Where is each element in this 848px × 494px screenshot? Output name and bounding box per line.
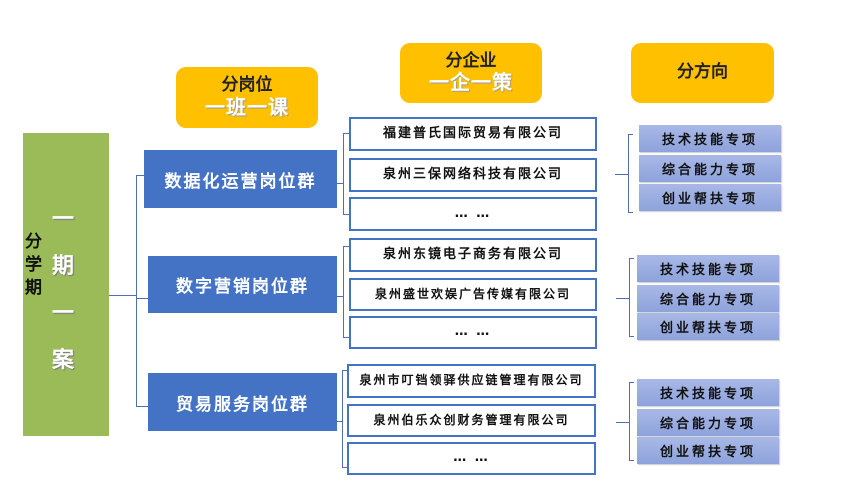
- main-char: 期: [52, 254, 75, 279]
- company-box: … …: [349, 197, 597, 231]
- company-box: 泉州伯乐众创财务管理有限公司: [347, 404, 596, 437]
- root-box: 分 学 期 一 期 一 案: [23, 133, 109, 436]
- connector: [337, 421, 343, 422]
- company-box: 泉州盛世欢娱广告传媒有限公司: [349, 278, 597, 311]
- side-char: 学: [25, 255, 42, 275]
- company-box: … …: [349, 316, 597, 349]
- connector: [337, 296, 343, 297]
- company-box: 福建普氏国际贸易有限公司: [349, 117, 597, 151]
- direction-box: 技术技能专项: [637, 255, 779, 282]
- company-box: 泉州东镜电子商务有限公司: [349, 238, 597, 272]
- connector: [616, 298, 629, 299]
- connector: [136, 175, 137, 407]
- header-position: 分岗位 一班一课: [176, 67, 318, 128]
- connector: [109, 295, 136, 296]
- header-title: 分岗位: [221, 75, 273, 96]
- bracket: [343, 246, 349, 338]
- header-subtitle: 一企一策: [429, 70, 513, 95]
- main-char: 一: [52, 301, 75, 326]
- main-char: 一: [52, 207, 75, 232]
- connector: [136, 175, 144, 176]
- direction-box: 综合能力专项: [639, 155, 781, 182]
- header-subtitle: 一班一课: [205, 94, 289, 119]
- direction-box: 技术技能专项: [639, 125, 781, 152]
- header-title: 分企业: [445, 50, 497, 71]
- main-char: 案: [52, 348, 75, 373]
- company-box: 泉州市叮铛领驿供应链管理有限公司: [347, 364, 596, 398]
- connector: [337, 183, 343, 184]
- group-box: 数据化运营岗位群: [144, 150, 337, 208]
- bracket: [629, 382, 634, 461]
- direction-box: 创业帮扶专项: [639, 184, 781, 211]
- side-label: 分 学 期: [25, 231, 42, 300]
- company-box: 泉州三保网络科技有限公司: [349, 158, 597, 192]
- company-box: … …: [347, 442, 596, 475]
- direction-box: 技术技能专项: [637, 379, 779, 406]
- direction-box: 创业帮扶专项: [637, 313, 779, 340]
- main-label: 一 期 一 案: [52, 201, 74, 389]
- header-title: 分方向: [677, 62, 728, 83]
- direction-box: 创业帮扶专项: [637, 437, 779, 464]
- side-char: 期: [25, 278, 42, 298]
- connector: [616, 422, 629, 423]
- connector: [136, 406, 148, 407]
- bracket: [628, 134, 633, 213]
- bracket: [342, 370, 348, 468]
- group-box: 贸易服务岗位群: [148, 373, 337, 431]
- connector: [615, 174, 628, 175]
- group-box: 数字营销岗位群: [148, 256, 337, 313]
- direction-box: 综合能力专项: [637, 409, 779, 436]
- bracket: [343, 133, 349, 215]
- direction-box: 综合能力专项: [637, 285, 779, 312]
- side-char: 分: [25, 232, 42, 252]
- bracket: [629, 258, 634, 337]
- header-enterprise: 分企业 一企一策: [400, 43, 542, 103]
- header-direction: 分方向: [631, 43, 774, 103]
- connector: [136, 298, 148, 299]
